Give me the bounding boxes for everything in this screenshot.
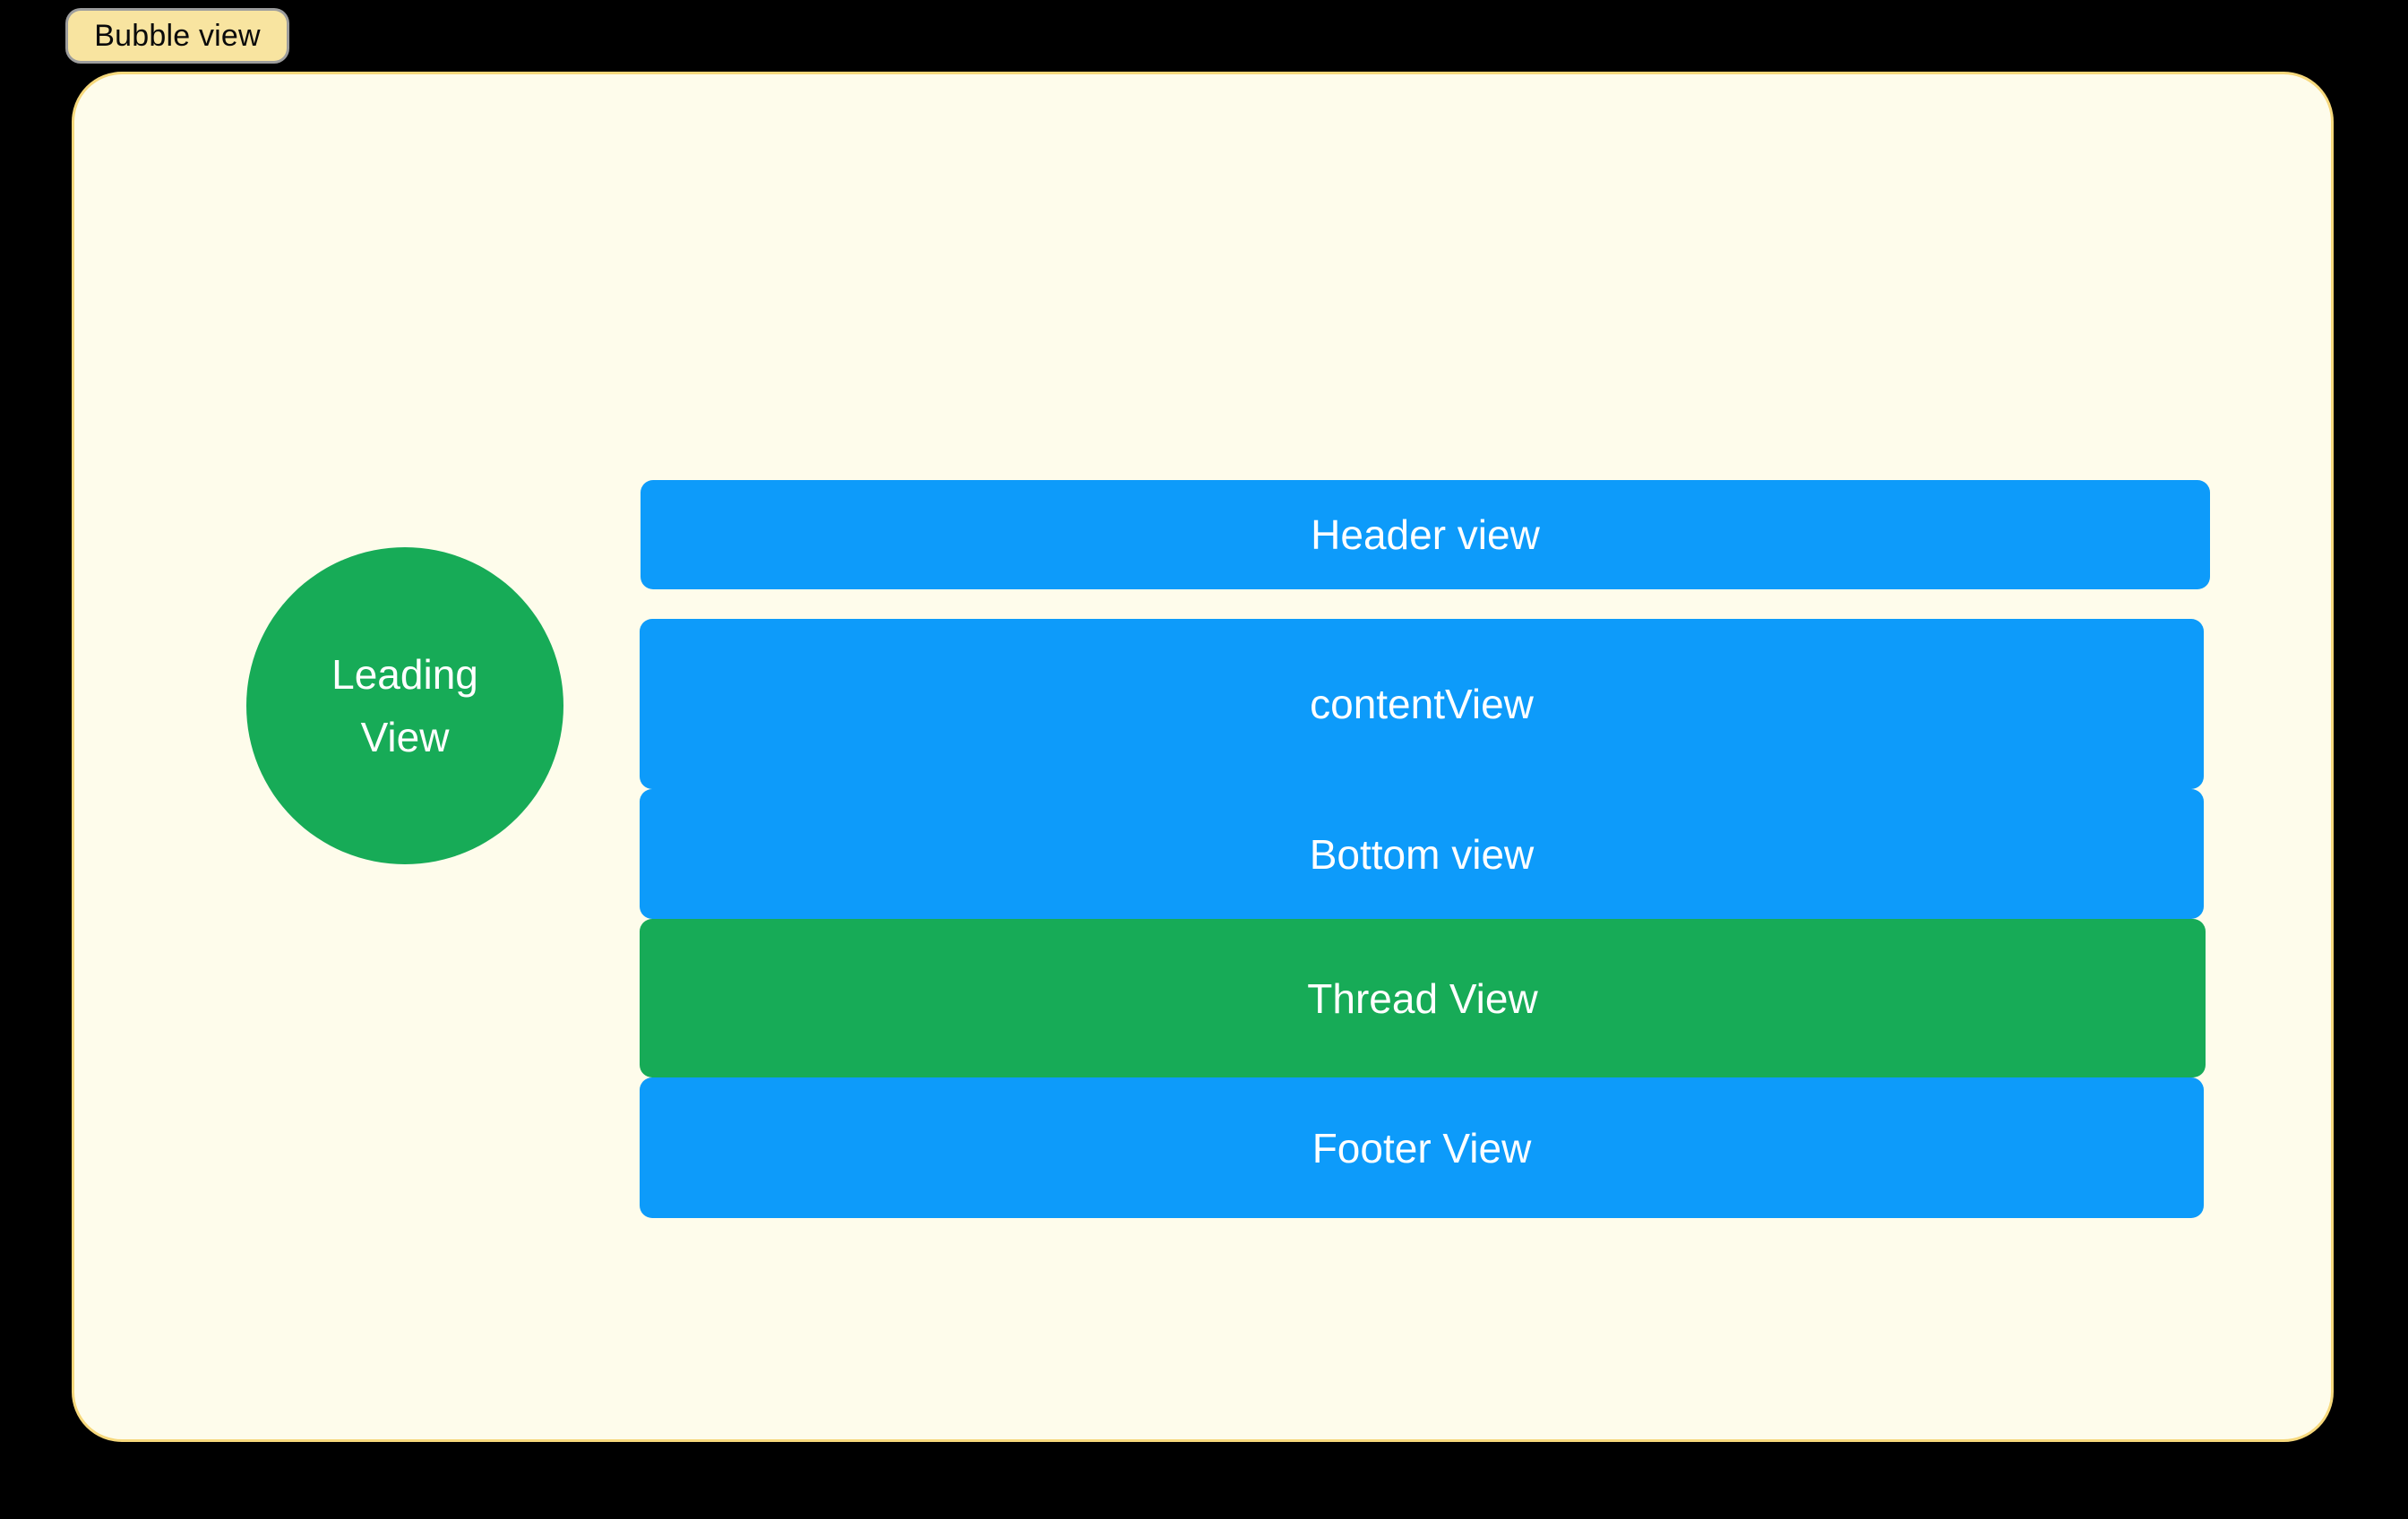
footer-view-label: Footer View xyxy=(1312,1124,1532,1171)
header-view-label: Header view xyxy=(1311,511,1540,558)
content-view-bar[interactable]: contentView xyxy=(640,619,2204,789)
bubble-view-tab-label: Bubble view xyxy=(94,18,261,53)
leading-view-circle[interactable]: Leading View xyxy=(246,547,563,864)
bottom-view-label: Bottom view xyxy=(1309,830,1535,878)
bubble-view-tab[interactable]: Bubble view xyxy=(68,11,287,61)
bottom-view-bar[interactable]: Bottom view xyxy=(640,789,2204,919)
leading-view-label-line1: Leading xyxy=(331,651,478,698)
header-view-bar[interactable]: Header view xyxy=(641,480,2210,589)
leading-view-label-line2: View xyxy=(360,714,450,760)
content-view-label: contentView xyxy=(1310,681,1534,727)
footer-view-bar[interactable]: Footer View xyxy=(640,1077,2204,1218)
thread-view-bar[interactable]: Thread View xyxy=(640,919,2206,1077)
canvas-panel: Leading View Header view contentView Bot… xyxy=(72,72,2334,1442)
thread-view-label: Thread View xyxy=(1307,974,1538,1022)
